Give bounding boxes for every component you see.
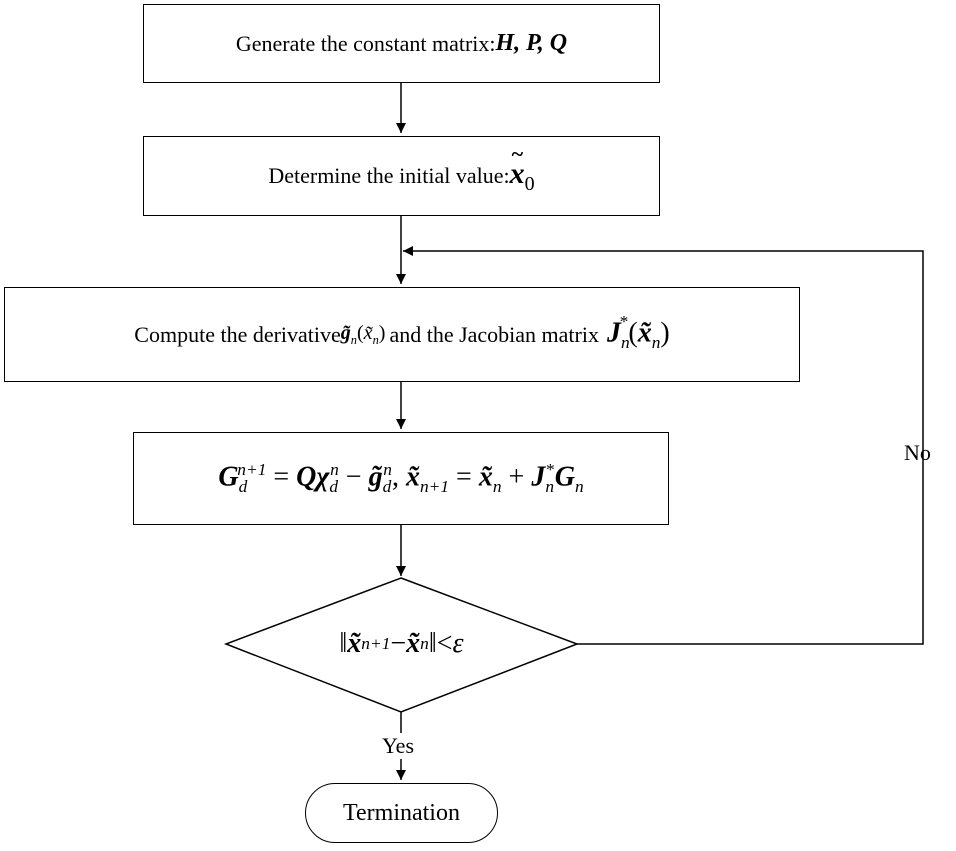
generate-symbols: H, P, Q (495, 30, 568, 56)
derivative-formula: g̃n(x̃n) (340, 321, 386, 347)
step-update-formula: Gdn+1 = Qχdn − g̃dn, x̃n+1 = x̃n + Jn*Gn (133, 432, 669, 525)
loop-back-no (403, 246, 924, 645)
determine-text: Determine the initial value: (268, 163, 510, 188)
generate-text: Generate the constant matrix: (235, 30, 496, 56)
update-formula: Gdn+1 = Qχdn − g̃dn, x̃n+1 = x̃n + Jn*Gn (218, 460, 584, 496)
step-initial-value: Determine the initial value: ~x0 (143, 136, 660, 216)
label-no: No (904, 440, 931, 465)
termination-node: Termination (305, 783, 498, 843)
label-yes: Yes (380, 733, 417, 759)
jacobian-formula: Jn*(x̃n) (606, 312, 670, 352)
decision-condition: ‖x̃n+1 − x̃n‖ < ε (339, 628, 464, 659)
initial-value-symbol: ~x0 (509, 140, 535, 195)
decision-diamond (223, 577, 580, 713)
compute-text-2: and the Jacobian matrix (389, 321, 599, 347)
step-generate-matrix: Generate the constant matrix: H, P, Q (143, 4, 660, 83)
compute-text-1: Compute the derivative (134, 321, 341, 347)
step-compute-derivative: Compute the derivative g̃n(x̃n) and the … (4, 287, 800, 382)
